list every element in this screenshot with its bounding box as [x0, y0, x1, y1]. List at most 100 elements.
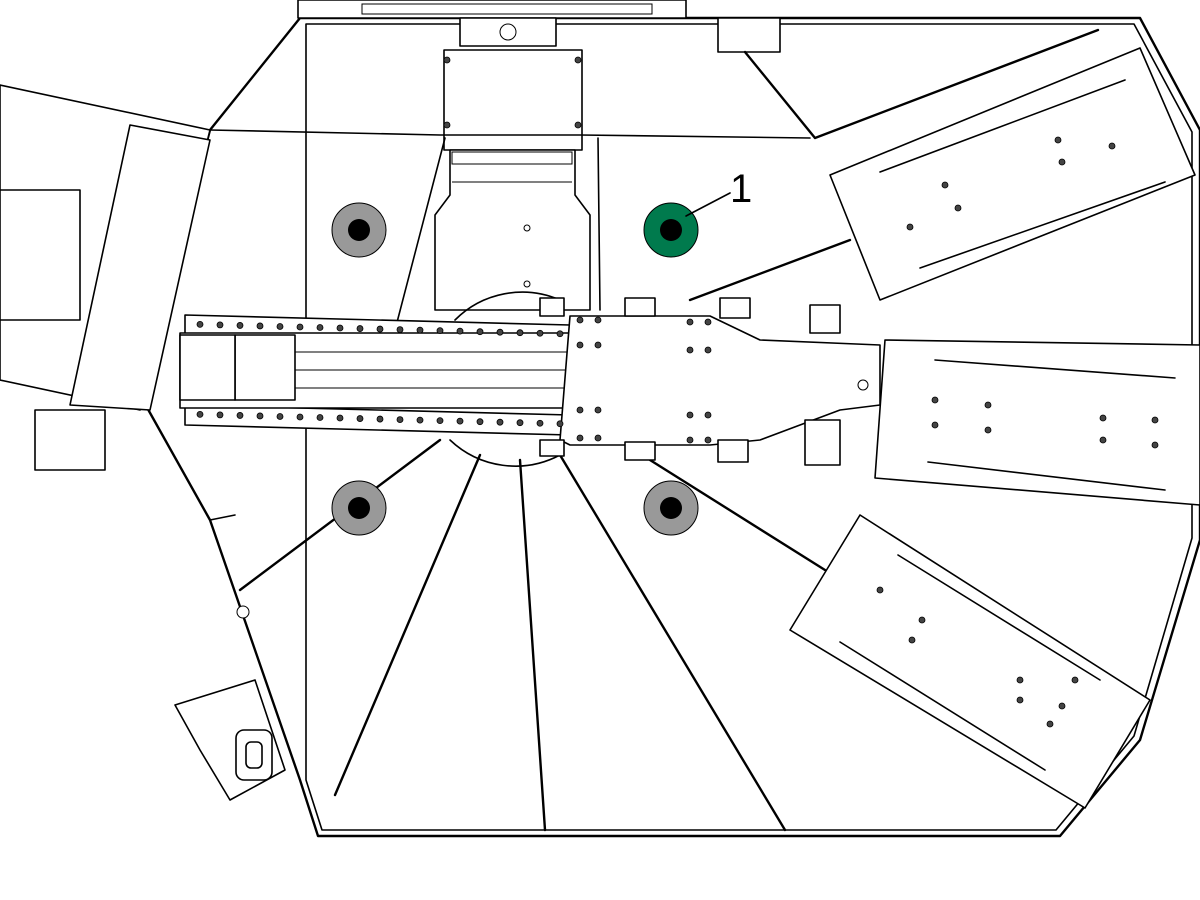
screw-head — [216, 321, 224, 329]
tray-middle-right — [874, 339, 1200, 506]
screw-head — [296, 413, 304, 421]
screw-head — [456, 417, 464, 425]
screw-head — [574, 121, 582, 129]
screw-head — [704, 318, 712, 326]
screw-head — [594, 406, 602, 414]
screw-head — [984, 426, 992, 434]
screw-head — [876, 586, 884, 594]
screw-head — [516, 419, 524, 427]
screw-head — [396, 326, 404, 333]
left-assembly — [0, 84, 211, 471]
disc-top-left — [331, 202, 387, 258]
screw-head — [576, 434, 584, 442]
screw-head — [704, 346, 712, 354]
screw-head — [906, 223, 914, 231]
screw-head — [216, 411, 224, 419]
screw-head — [236, 412, 244, 419]
screw-head — [556, 420, 564, 428]
screw-head — [1046, 720, 1054, 728]
screw-head — [316, 414, 324, 421]
disc-top-right — [643, 202, 699, 258]
screw-head — [516, 329, 524, 337]
screw-head — [1054, 136, 1062, 144]
disc-center-bottom-right — [660, 497, 682, 519]
tray-lower-right — [789, 514, 1151, 809]
disc-bottom-left — [331, 480, 387, 536]
screw-head — [1058, 702, 1066, 710]
screw-head — [536, 419, 544, 427]
screw-head — [686, 346, 694, 354]
screw-head — [704, 436, 712, 444]
screw-head — [704, 411, 712, 419]
screw-head — [396, 416, 404, 423]
disc-center-top-left — [348, 219, 370, 241]
screw-head — [574, 56, 582, 64]
disc-center-top-right — [660, 219, 682, 241]
callout-leader-line — [685, 192, 731, 217]
callout-number: 1 — [730, 167, 752, 211]
screw-head — [918, 616, 926, 624]
screw-head — [556, 330, 564, 338]
screw-head — [316, 324, 324, 331]
screw-heads — [196, 56, 1159, 728]
disc-bottom-right — [643, 480, 699, 536]
screw-head — [196, 320, 204, 328]
screw-head — [496, 328, 504, 336]
screw-head — [1016, 676, 1024, 684]
screw-head — [594, 341, 602, 349]
screw-head — [1071, 676, 1079, 684]
screw-head — [686, 436, 694, 444]
screw-head — [443, 56, 451, 64]
screw-head — [1099, 436, 1107, 444]
screw-head — [296, 323, 304, 331]
screw-head — [1151, 441, 1159, 449]
screw-head — [336, 414, 344, 422]
screw-head — [476, 328, 484, 336]
screw-head — [594, 316, 602, 324]
screw-head — [1108, 142, 1116, 150]
screw-head — [416, 416, 424, 424]
screw-head — [496, 418, 504, 426]
central-chute — [434, 149, 591, 467]
top-bracket — [297, 0, 781, 151]
screw-head — [356, 325, 364, 332]
screw-head — [1099, 414, 1107, 422]
screw-head — [356, 415, 364, 422]
screw-head — [336, 324, 344, 332]
tray-upper-right — [829, 47, 1196, 301]
screw-head — [954, 204, 962, 212]
screw-head — [256, 322, 264, 330]
bottom-left-feeder — [174, 679, 286, 801]
screw-head — [1058, 158, 1066, 166]
screw-head — [594, 434, 602, 442]
screw-head — [256, 412, 264, 420]
screw-head — [984, 401, 992, 409]
disc-positions — [331, 202, 699, 536]
screw-head — [416, 326, 424, 334]
screw-head — [196, 410, 204, 418]
gripper-plate — [539, 297, 881, 466]
screw-head — [276, 413, 284, 420]
screw-head — [276, 323, 284, 330]
screw-head — [576, 341, 584, 349]
screw-head — [476, 418, 484, 426]
screw-head — [443, 121, 451, 129]
screw-head — [536, 329, 544, 337]
screw-head — [686, 318, 694, 326]
screw-head — [941, 181, 949, 189]
screw-head — [908, 636, 916, 644]
screw-head — [576, 316, 584, 324]
screw-head — [686, 411, 694, 419]
screw-head — [576, 406, 584, 414]
screw-head — [1016, 696, 1024, 704]
screw-head — [931, 396, 939, 404]
disc-center-bottom-left — [348, 497, 370, 519]
callout-1: 1 — [685, 167, 752, 217]
screw-head — [376, 325, 384, 333]
screw-head — [436, 417, 444, 425]
screw-head — [436, 327, 444, 335]
screw-head — [931, 421, 939, 429]
screw-head — [456, 327, 464, 335]
screw-head — [236, 322, 244, 329]
